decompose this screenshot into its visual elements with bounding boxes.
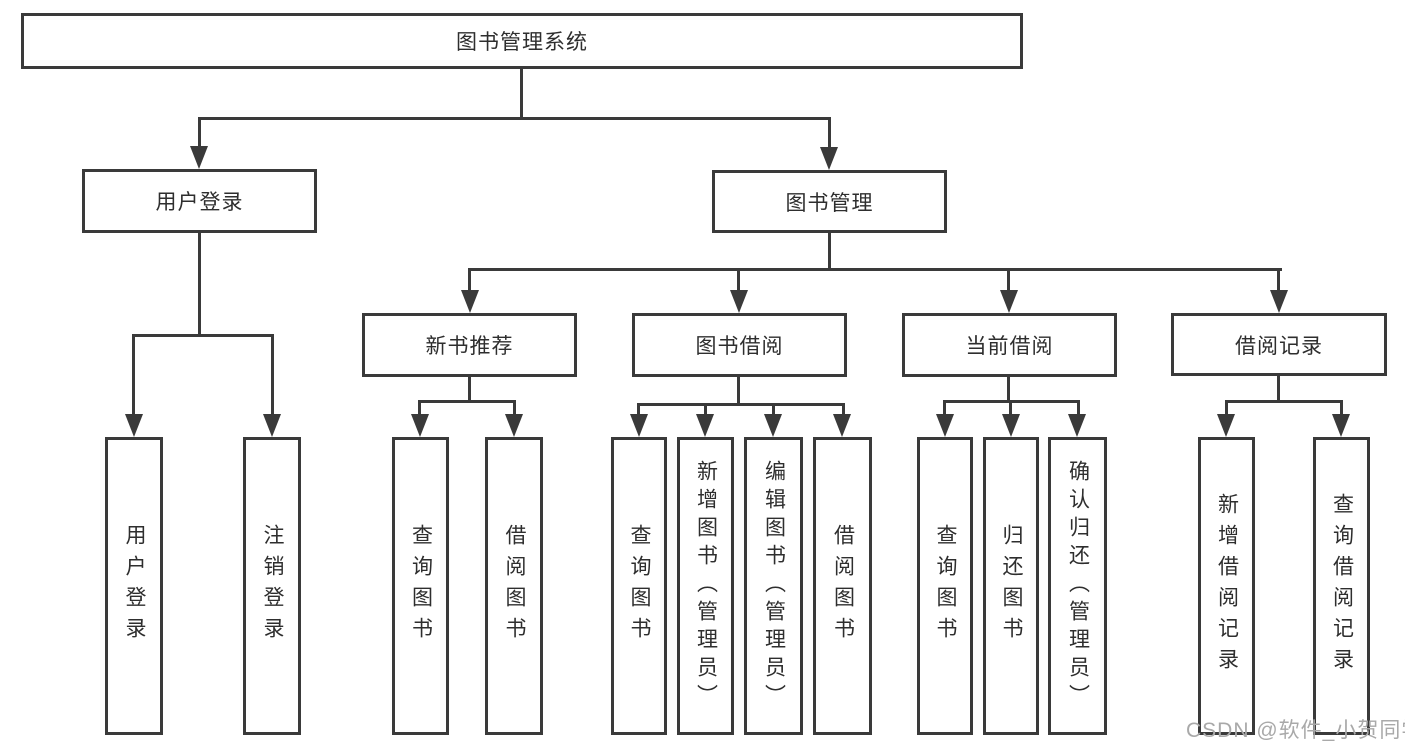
leaf-bb-query-books: 查询图书 [611,437,667,735]
connector-line [132,334,135,416]
connector-line [198,117,201,149]
leaf-cb-query-books: 查询图书 [917,437,973,735]
node-book-borrow: 图书借阅 [632,313,847,377]
leaf-bb-query-books-label: 查询图书 [628,524,651,648]
connector-line [468,268,1282,271]
connector-line [1277,268,1280,293]
leaf-nbr-borrow-books-label: 借阅图书 [503,524,526,648]
connector-line [468,377,471,403]
connector-line [772,403,775,418]
connector-line [198,117,831,120]
leaf-br-query-record: 查询借阅记录 [1313,437,1370,735]
arrowhead [764,414,782,437]
connector-line [1225,400,1228,418]
leaf-bb-edit-books-admin: 编辑图书（管理员） [744,437,803,735]
arrowhead [411,414,429,437]
connector-line [1009,400,1012,418]
connector-line [418,400,516,403]
arrowhead [630,414,648,437]
connector-line [842,403,845,418]
node-user-login-label: 用户登录 [155,191,244,214]
connector-line [198,233,201,337]
leaf-nbr-query-books-label: 查询图书 [409,524,433,648]
arrowhead [1270,290,1288,313]
leaf-bb-borrow-books-label: 借阅图书 [831,524,855,648]
connector-line [1340,400,1343,418]
node-borrow-records: 借阅记录 [1171,313,1387,376]
arrowhead [820,147,838,170]
connector-line [468,268,471,293]
connector-line [828,233,831,271]
node-current-borrow: 当前借阅 [902,313,1117,377]
node-book-management-label: 图书管理 [785,191,874,215]
arrowhead [833,414,851,437]
connector-line [737,268,740,293]
connector-line [943,400,946,418]
connector-line [418,400,421,418]
connector-line [737,377,740,406]
leaf-br-add-record-label: 新增借阅记录 [1215,493,1239,679]
leaf-cb-return-books: 归还图书 [983,437,1039,735]
connector-line [1225,400,1343,403]
node-root-label: 图书管理系统 [456,31,588,54]
connector-line [1007,377,1010,403]
leaf-user-login-label: 用户登录 [123,524,146,648]
leaf-bb-edit-books-admin-label: 编辑图书（管理员） [762,460,786,712]
node-new-book-recommend-label: 新书推荐 [425,335,514,358]
connector-line [520,69,523,119]
leaf-br-query-record-label: 查询借阅记录 [1330,493,1354,679]
connector-line [1277,376,1280,403]
leaf-cb-query-books-label: 查询图书 [934,524,957,648]
leaf-cb-confirm-return-admin-label: 确认归还（管理员） [1066,460,1090,712]
arrowhead [190,146,208,169]
leaf-cb-return-books-label: 归还图书 [1000,524,1023,648]
connector-line [637,403,845,406]
connector-line [828,117,831,149]
connector-line [704,403,707,418]
leaf-logout-login: 注销登录 [243,437,301,735]
connector-line [513,400,516,418]
arrowhead [730,290,748,313]
watermark: CSDN @软件_小贺同学 [1186,719,1405,742]
arrowhead [1068,414,1086,437]
leaf-bb-add-books-admin: 新增图书（管理员） [677,437,734,735]
arrowhead [696,414,714,437]
arrowhead [1332,414,1350,437]
connector-line [637,403,640,418]
connector-line [1007,268,1010,293]
connector-line [132,334,274,337]
arrowhead [1002,414,1020,437]
node-current-borrow-label: 当前借阅 [965,335,1054,358]
leaf-nbr-borrow-books: 借阅图书 [485,437,543,735]
arrowhead [461,290,479,313]
arrowhead [1000,290,1018,313]
node-book-borrow-label: 图书借阅 [695,335,784,358]
node-borrow-records-label: 借阅记录 [1235,334,1323,358]
leaf-bb-add-books-admin-label: 新增图书（管理员） [694,460,718,712]
node-user-login: 用户登录 [82,169,317,233]
connector-line [1077,400,1080,418]
leaf-nbr-query-books: 查询图书 [392,437,449,735]
node-root: 图书管理系统 [21,13,1023,69]
node-book-management: 图书管理 [712,170,947,233]
arrowhead [125,414,143,437]
leaf-cb-confirm-return-admin: 确认归还（管理员） [1048,437,1107,735]
node-new-book-recommend: 新书推荐 [362,313,577,377]
leaf-logout-login-label: 注销登录 [261,524,284,648]
leaf-bb-borrow-books: 借阅图书 [813,437,872,735]
leaf-user-login: 用户登录 [105,437,163,735]
arrowhead [505,414,523,437]
arrowhead [263,414,281,437]
connector-line [271,334,274,416]
arrowhead [1217,414,1235,437]
leaf-br-add-record: 新增借阅记录 [1198,437,1255,735]
arrowhead [936,414,954,437]
